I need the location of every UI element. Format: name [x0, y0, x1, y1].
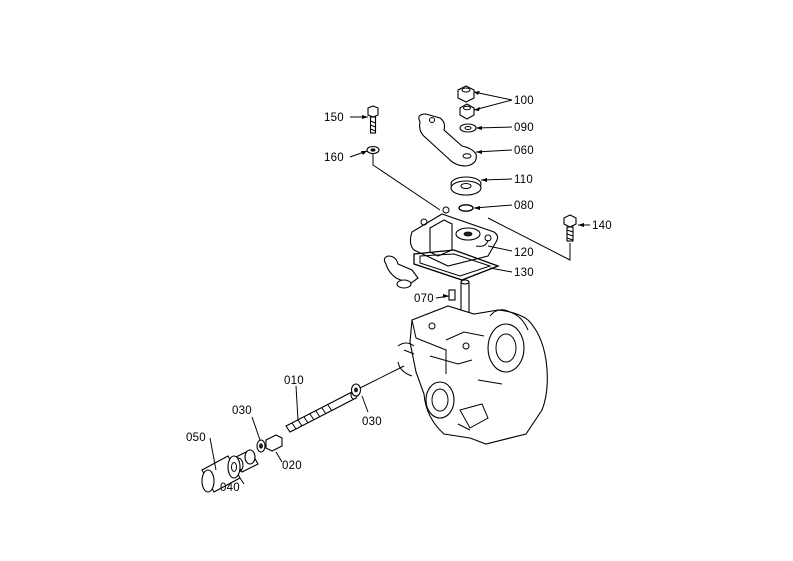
- o-ring-080: [458, 204, 474, 212]
- label-030-left: 030: [232, 405, 252, 417]
- bolt-140: [563, 214, 577, 242]
- lever-060: [418, 113, 477, 167]
- nut-020: [265, 434, 283, 452]
- cover-120: [409, 206, 499, 267]
- leader-lines: [209, 91, 590, 485]
- shaft-070: [448, 279, 470, 329]
- label-160: 160: [324, 152, 344, 164]
- gasket-130: [413, 249, 500, 281]
- guide-line-160: [372, 154, 441, 211]
- label-100: 100: [514, 95, 534, 107]
- label-150: 150: [324, 112, 344, 124]
- label-060: 060: [514, 145, 534, 157]
- label-010: 010: [284, 375, 304, 387]
- label-020: 020: [282, 460, 302, 472]
- washer-160: [366, 145, 380, 155]
- label-090: 090: [514, 122, 534, 134]
- label-130: 130: [514, 267, 534, 279]
- leader-arrows: [361, 91, 584, 298]
- wing-bolt: [383, 255, 419, 289]
- label-120: 120: [514, 247, 534, 259]
- nut-100-upper: [457, 85, 475, 103]
- guide-line-140: [487, 217, 571, 261]
- washer-030-right: [350, 383, 362, 397]
- knob-050: [201, 455, 241, 493]
- bolt-150: [367, 105, 379, 134]
- engine-housing: [397, 305, 548, 445]
- label-040: 040: [220, 482, 240, 494]
- washer-030-left: [256, 439, 266, 453]
- washer-110: [450, 176, 482, 196]
- label-030-right: 030: [362, 416, 382, 428]
- label-140: 140: [592, 220, 612, 232]
- label-070: 070: [414, 293, 434, 305]
- label-110: 110: [514, 174, 533, 186]
- label-050: 050: [186, 432, 206, 444]
- guide-line-010: [355, 365, 405, 391]
- label-080: 080: [514, 200, 534, 212]
- washer-090: [459, 123, 477, 133]
- nut-100-lower: [459, 103, 475, 120]
